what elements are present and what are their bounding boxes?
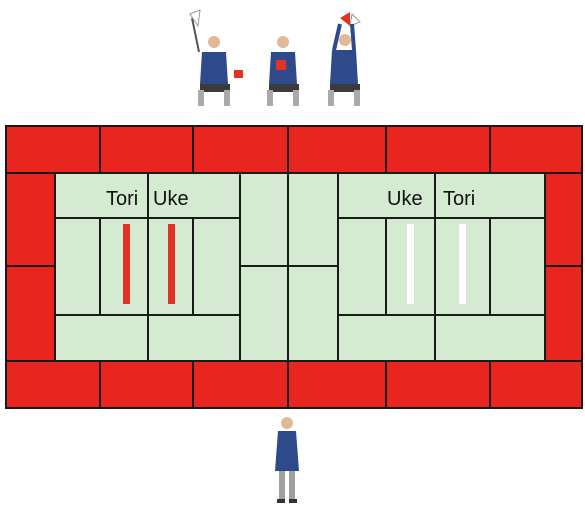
judge-right	[328, 12, 360, 106]
judge-left	[190, 10, 243, 106]
referee	[275, 417, 299, 503]
left-tori-label: Tori	[106, 188, 138, 210]
left-uke-label: Uke	[153, 188, 189, 210]
judge-center	[267, 36, 299, 106]
left-uke-marker	[168, 224, 175, 304]
right-tori-marker	[459, 224, 466, 304]
right-uke-marker	[407, 224, 414, 304]
right-tori-label: Tori	[443, 188, 475, 210]
right-uke-label: Uke	[387, 188, 423, 210]
left-tori-marker	[123, 224, 130, 304]
